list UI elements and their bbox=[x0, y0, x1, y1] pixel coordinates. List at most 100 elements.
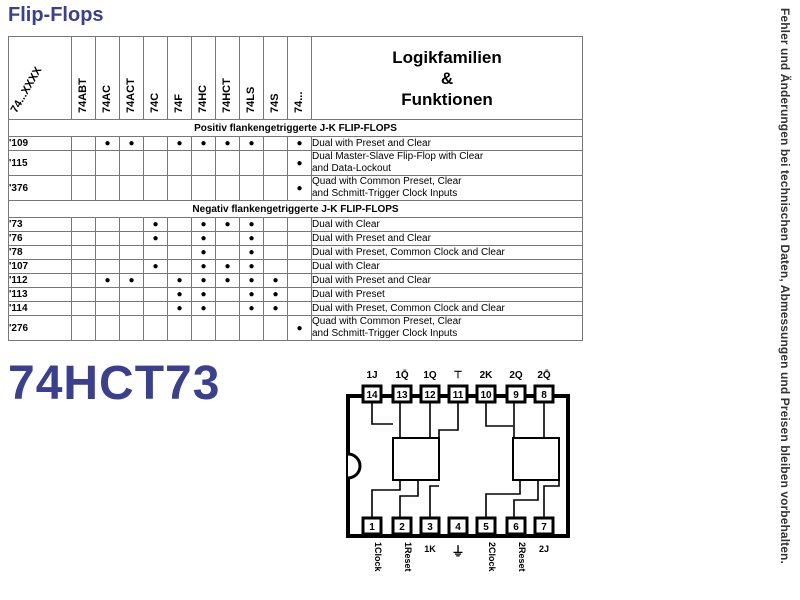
empty-cell bbox=[143, 175, 168, 201]
function-description: Dual with Preset and Clear bbox=[311, 136, 583, 151]
empty-cell bbox=[287, 301, 312, 316]
empty-cell bbox=[167, 150, 192, 176]
availability-dot: ● bbox=[239, 231, 264, 246]
availability-dot: ● bbox=[263, 287, 288, 302]
empty-cell bbox=[71, 315, 96, 341]
empty-cell bbox=[71, 259, 96, 274]
availability-dot: ● bbox=[287, 136, 312, 151]
pin-label: 1J bbox=[366, 370, 377, 381]
availability-dot: ● bbox=[239, 245, 264, 260]
empty-cell bbox=[215, 150, 240, 176]
pin-number: 6 bbox=[513, 522, 519, 533]
availability-dot: ● bbox=[215, 217, 240, 232]
pin-label: ⏚ bbox=[451, 544, 464, 559]
empty-cell bbox=[263, 175, 288, 201]
availability-dot: ● bbox=[95, 273, 120, 288]
availability-dot: ● bbox=[119, 273, 144, 288]
part-number-heading: 74HCT73 bbox=[8, 357, 221, 410]
pin-label: 2Clock bbox=[487, 542, 497, 573]
table-row: '115●Dual Master-Slave Flip-Flop with Cl… bbox=[8, 150, 583, 176]
empty-cell bbox=[119, 245, 144, 260]
section-header-row: Positiv flankengetriggerte J-K FLIP-FLOP… bbox=[8, 119, 583, 137]
empty-cell bbox=[239, 175, 264, 201]
pin-number: 10 bbox=[480, 390, 492, 401]
availability-dot: ● bbox=[143, 231, 168, 246]
empty-cell bbox=[119, 150, 144, 176]
availability-dot: ● bbox=[239, 259, 264, 274]
empty-cell bbox=[95, 175, 120, 201]
empty-cell bbox=[215, 231, 240, 246]
flip-flop-2 bbox=[512, 437, 560, 481]
pin-number: 3 bbox=[427, 522, 433, 533]
empty-cell bbox=[287, 217, 312, 232]
function-description: Dual with Preset, Common Clock and Clear bbox=[311, 301, 583, 316]
empty-cell bbox=[119, 175, 144, 201]
family-header-9: 74... bbox=[287, 36, 312, 120]
empty-cell bbox=[143, 315, 168, 341]
empty-cell bbox=[143, 150, 168, 176]
empty-cell bbox=[239, 315, 264, 341]
part-number-cell: '276 bbox=[8, 315, 72, 341]
table-row: '113●●●●Dual with Preset bbox=[8, 287, 583, 302]
empty-cell bbox=[287, 245, 312, 260]
empty-cell bbox=[95, 315, 120, 341]
empty-cell bbox=[119, 259, 144, 274]
table-row: '114●●●●Dual with Preset, Common Clock a… bbox=[8, 301, 583, 316]
empty-cell bbox=[143, 136, 168, 151]
family-header-7: 74LS bbox=[239, 36, 264, 120]
part-number-cell: '112 bbox=[8, 273, 72, 288]
pin-box bbox=[505, 516, 527, 536]
pin-box bbox=[505, 384, 527, 404]
part-number-cell: '76 bbox=[8, 231, 72, 246]
empty-cell bbox=[143, 287, 168, 302]
empty-cell bbox=[167, 175, 192, 201]
empty-cell bbox=[119, 301, 144, 316]
availability-dot: ● bbox=[167, 273, 192, 288]
empty-cell bbox=[167, 231, 192, 246]
availability-dot: ● bbox=[239, 136, 264, 151]
pin-label: 2J bbox=[539, 544, 549, 554]
empty-cell bbox=[287, 259, 312, 274]
family-header-1: 74AC bbox=[95, 36, 120, 120]
pin-number: 8 bbox=[541, 390, 547, 401]
empty-cell bbox=[143, 273, 168, 288]
empty-cell bbox=[119, 217, 144, 232]
pin-number: 11 bbox=[453, 390, 464, 401]
availability-dot: ● bbox=[239, 287, 264, 302]
wire bbox=[543, 466, 560, 518]
empty-cell bbox=[71, 150, 96, 176]
availability-dot: ● bbox=[191, 301, 216, 316]
pin-label: 1K bbox=[424, 544, 436, 554]
table-row: '109●●●●●●●Dual with Preset and Clear bbox=[8, 136, 583, 151]
empty-cell bbox=[71, 273, 96, 288]
empty-cell bbox=[95, 231, 120, 246]
page-title: Flip-Flops bbox=[8, 4, 104, 26]
empty-cell bbox=[215, 301, 240, 316]
pin-number: 1 bbox=[369, 522, 375, 533]
empty-cell bbox=[143, 301, 168, 316]
chip-notch bbox=[347, 452, 362, 480]
function-description: Dual with Preset and Clear bbox=[311, 231, 583, 246]
availability-dot: ● bbox=[191, 231, 216, 246]
function-header: Logikfamilien&Funktionen bbox=[311, 36, 583, 120]
empty-cell bbox=[263, 150, 288, 176]
pin-number: 9 bbox=[513, 390, 519, 401]
wire bbox=[513, 480, 539, 518]
function-description: Dual with Clear bbox=[311, 217, 583, 232]
empty-cell bbox=[215, 245, 240, 260]
empty-cell bbox=[119, 231, 144, 246]
section-title: Positiv flankengetriggerte J-K FLIP-FLOP… bbox=[8, 119, 583, 137]
availability-dot: ● bbox=[287, 150, 312, 176]
empty-cell bbox=[167, 315, 192, 341]
empty-cell bbox=[71, 136, 96, 151]
empty-cell bbox=[263, 136, 288, 151]
pin-label: 1Clock bbox=[373, 542, 383, 573]
availability-dot: ● bbox=[263, 273, 288, 288]
table-row: '73●●●●Dual with Clear bbox=[8, 217, 583, 232]
availability-dot: ● bbox=[191, 259, 216, 274]
availability-dot: ● bbox=[119, 136, 144, 151]
empty-cell bbox=[215, 287, 240, 302]
empty-cell bbox=[215, 315, 240, 341]
